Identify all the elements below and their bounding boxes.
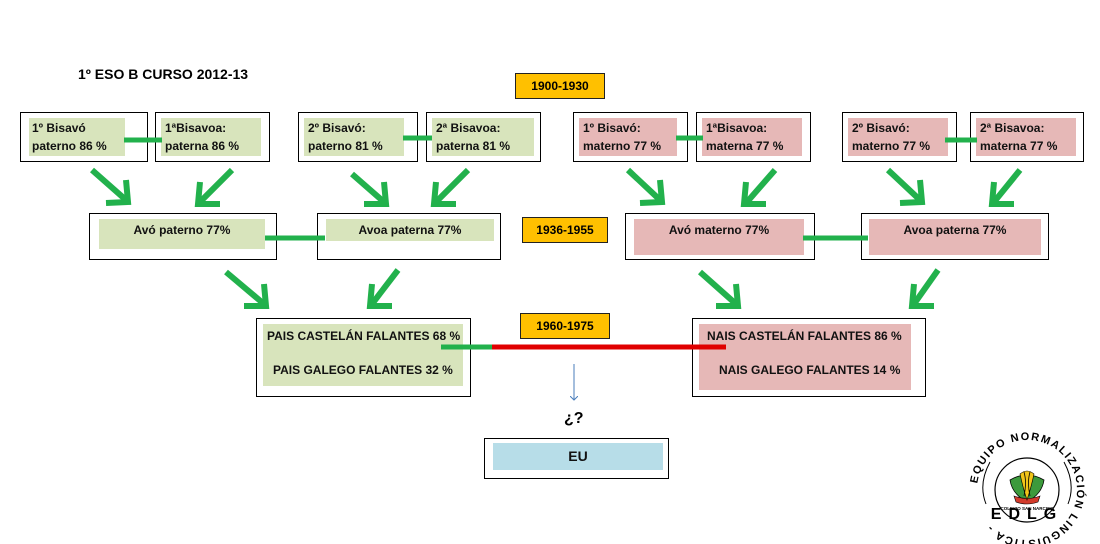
box-fill: Avoa paterna 77% — [869, 219, 1041, 255]
name-label: 2º Bisavó: — [308, 121, 366, 135]
great-grandfather-paternal-2: 2º Bisavó: paterno 81 % — [298, 112, 418, 162]
father-generation-box: PAIS CASTELÁN FALANTES 68 % PAIS GALEGO … — [256, 318, 471, 397]
value-label: paterno 86 % — [32, 139, 107, 153]
great-grandmother-paternal-1: 1ªBisavoa: paterna 86 % — [155, 112, 270, 162]
value-label: materno 77 % — [583, 139, 662, 153]
name-label: 1º Bisavó — [32, 121, 86, 135]
grandfather-maternal: Avó materno 77% — [625, 213, 815, 260]
value-label: materna 77 % — [706, 139, 784, 153]
period-label-1960: 1960-1975 — [520, 313, 610, 339]
logo-inner-text: COLEXIO SAN NARCISO — [1000, 506, 1054, 511]
down-left-arrow-icon — [430, 167, 471, 207]
grandmother-paternal: Avoa paterna 77% — [317, 213, 501, 260]
edlg-logo: EQUIPO NORMALIZACIÓN LINGÜÍSTICA - COLEX… — [968, 431, 1085, 544]
down-left-arrow-icon — [988, 168, 1023, 207]
name-label: 1ªBisavoa: — [706, 121, 768, 135]
down-right-arrow-icon — [90, 167, 132, 206]
value-label: paterno 81 % — [308, 139, 383, 153]
logo-acronym: EDLG — [990, 506, 1064, 523]
down-left-arrow-icon — [366, 268, 401, 309]
box-fill: NAIS CASTELÁN FALANTES 86 % NAIS GALEGO … — [699, 324, 911, 390]
name-label: 1ªBisavoa: — [165, 121, 227, 135]
great-grandfather-paternal-1: 1º Bisavó paterno 86 % — [20, 112, 148, 162]
box-fill: 2ª Bisavoa: materna 77 % — [976, 118, 1076, 156]
box-fill: 1º Bisavó: materno 77 % — [579, 118, 677, 156]
value-label: materna 77 % — [980, 139, 1058, 153]
name-label: 2ª Bisavoa: — [436, 121, 501, 135]
grandmother-maternal: Avoa paterna 77% — [861, 213, 1049, 260]
question-mark-label: ¿? — [564, 410, 584, 427]
period-label-1900: 1900-1930 — [515, 73, 605, 99]
name-label: 2ª Bisavoa: — [980, 121, 1045, 135]
page-title: 1º ESO B CURSO 2012-13 — [78, 66, 249, 82]
box-fill: Avó materno 77% — [634, 219, 804, 255]
castilian-speakers-label: PAIS CASTELÁN FALANTES 68 % — [267, 329, 461, 343]
period-label-1936: 1936-1955 — [522, 217, 608, 243]
box-fill: 1ªBisavoa: paterna 86 % — [161, 118, 261, 156]
box-fill: 1º Bisavó paterno 86 % — [29, 118, 125, 156]
box-fill: Avoa paterna 77% — [326, 219, 494, 241]
great-grandfather-maternal-2: 2º Bisavó: materno 77 % — [842, 112, 957, 162]
great-grandmother-maternal-2: 2ª Bisavoa: materna 77 % — [970, 112, 1084, 162]
value-label: paterna 86 % — [165, 139, 240, 153]
down-left-arrow-icon — [908, 268, 941, 309]
down-left-arrow-icon — [740, 168, 778, 207]
box-fill: 1ªBisavoa: materna 77 % — [702, 118, 802, 156]
value-label: paterna 81 % — [436, 139, 511, 153]
great-grandfather-maternal-1: 1º Bisavó: materno 77 % — [573, 112, 688, 162]
down-right-arrow-icon — [350, 171, 390, 207]
great-grandmother-maternal-1: 1ªBisavoa: materna 77 % — [696, 112, 811, 162]
galician-speakers-label: NAIS GALEGO FALANTES 14 % — [719, 363, 901, 377]
down-right-arrow-icon — [885, 167, 926, 206]
name-label: 1º Bisavó: — [583, 121, 641, 135]
box-fill: PAIS CASTELÁN FALANTES 68 % PAIS GALEGO … — [263, 324, 463, 386]
down-right-arrow-icon — [698, 269, 742, 309]
grandfather-paternal: Avó paterno 77% — [89, 213, 277, 260]
box-fill: 2º Bisavó: materno 77 % — [848, 118, 948, 156]
name-label: 2º Bisavó: — [852, 121, 910, 135]
value-label: materno 77 % — [852, 139, 931, 153]
mother-generation-box: NAIS CASTELÁN FALANTES 86 % NAIS GALEGO … — [692, 318, 926, 397]
down-left-arrow-icon — [194, 167, 235, 207]
galician-speakers-label: PAIS GALEGO FALANTES 32 % — [273, 363, 453, 377]
box-fill: Avó paterno 77% — [99, 219, 265, 249]
great-grandmother-paternal-2: 2ª Bisavoa: paterna 81 % — [426, 112, 541, 162]
box-fill: 2º Bisavó: paterno 81 % — [304, 118, 404, 156]
down-right-arrow-icon — [625, 167, 666, 206]
box-fill: 2ª Bisavoa: paterna 81 % — [432, 118, 534, 156]
down-right-arrow-icon — [224, 269, 270, 309]
box-fill: EU — [493, 443, 663, 470]
me-box: EU — [484, 438, 669, 479]
castilian-speakers-label: NAIS CASTELÁN FALANTES 86 % — [707, 329, 902, 343]
